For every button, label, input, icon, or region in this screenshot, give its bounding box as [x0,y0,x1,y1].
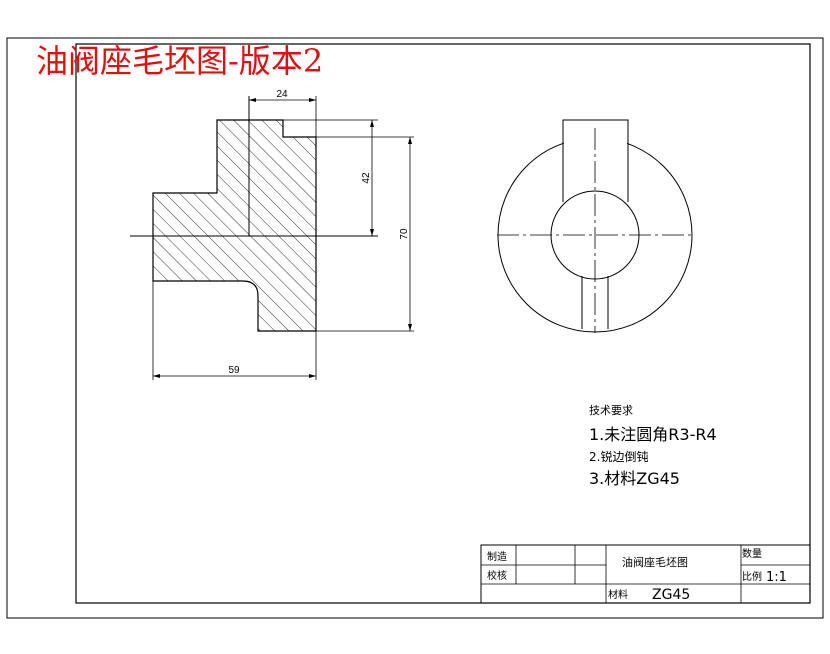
drawing-frame [75,43,811,604]
material-value: ZG45 [652,587,690,603]
drawing-title: 油阀座毛坯图-版本2 [36,42,323,80]
technical-notes: 技术要求 1.未注圆角R3-R4 2.锐边倒钝 3.材料ZG45 [589,404,717,488]
sheet-outer-border [6,37,824,619]
material-label: 材料 [608,588,628,601]
quantity-label: 数量 [742,547,762,560]
notes-heading: 技术要求 [589,404,633,417]
note-1: 1.未注圆角R3-R4 [589,425,717,444]
checked-label: 校核 [487,569,507,582]
dim-70-label: 70 [399,228,410,240]
scale-value: 1:1 [766,570,787,585]
section-view: 24 42 70 59 [130,89,414,380]
drawn-label: 制造 [487,550,507,563]
dim-59-label: 59 [228,365,240,376]
section-hatch [152,119,317,332]
dim-42-label: 42 [361,172,372,184]
dim-24-label: 24 [276,89,288,100]
note-3: 3.材料ZG45 [589,469,680,488]
title-block: 制造 校核 油阀座毛坯图 数量 比例 1:1 材料 ZG45 [480,544,811,604]
scale-label: 比例 [742,570,762,583]
note-2: 2.锐边倒钝 [589,450,648,464]
end-view [497,119,693,333]
part-name: 油阀座毛坯图 [622,555,688,569]
